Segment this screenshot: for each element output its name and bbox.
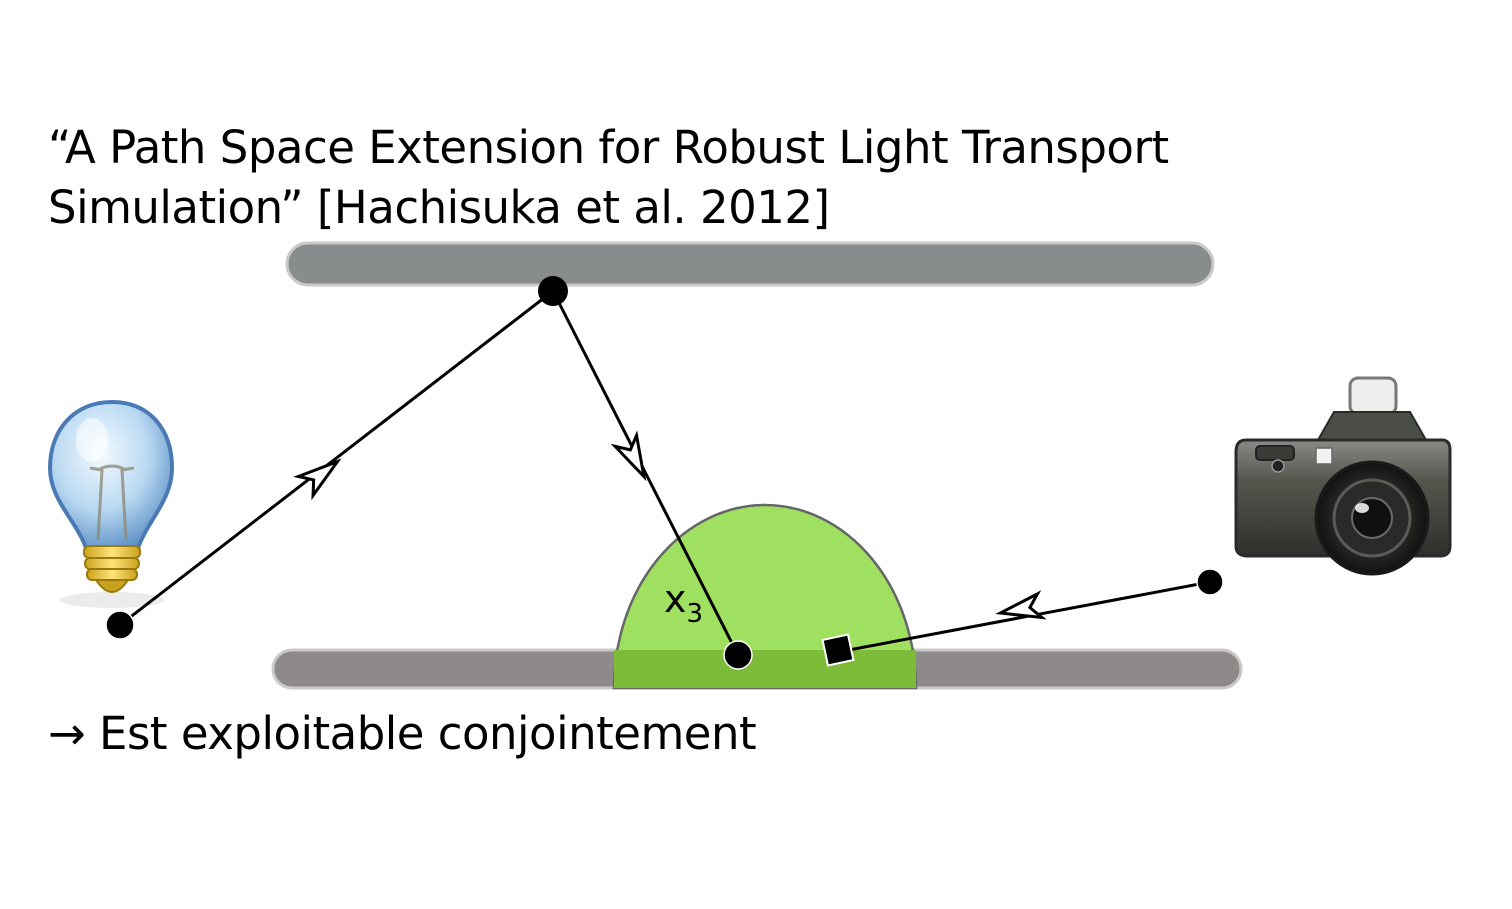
path-segment-top-to-x3 [551,290,740,656]
citation-line-1: “A Path Space Extension for Robust Light… [48,121,1169,174]
citation: “A Path Space Extension for Robust Light… [48,118,1169,238]
camera-icon [1234,376,1452,576]
arrow-2-icon [610,430,647,482]
direction-arrows [293,430,1047,620]
arrow-3-icon [995,590,1047,620]
top-surface [285,241,1215,287]
vertex-label-x3: x3 [664,577,703,629]
citation-line-2: Simulation” [Hachisuka et al. 2012] [48,181,830,234]
right-arrow-icon: → [48,707,86,760]
light-bulb-icon [47,399,175,608]
camera-vertex [1196,568,1224,596]
arrow-1-icon [293,458,342,501]
path-vertices [105,276,1224,670]
top-vertex [538,276,568,306]
light-vertex [105,610,135,640]
conclusion-line: → Est exploitable conjointement [48,704,757,764]
merging-disc [612,503,918,690]
merge-square-vertex [821,633,855,667]
conclusion-text: Est exploitable conjointement [99,707,757,760]
x3-vertex [723,640,753,670]
path-segment-light-to-top [119,289,554,627]
